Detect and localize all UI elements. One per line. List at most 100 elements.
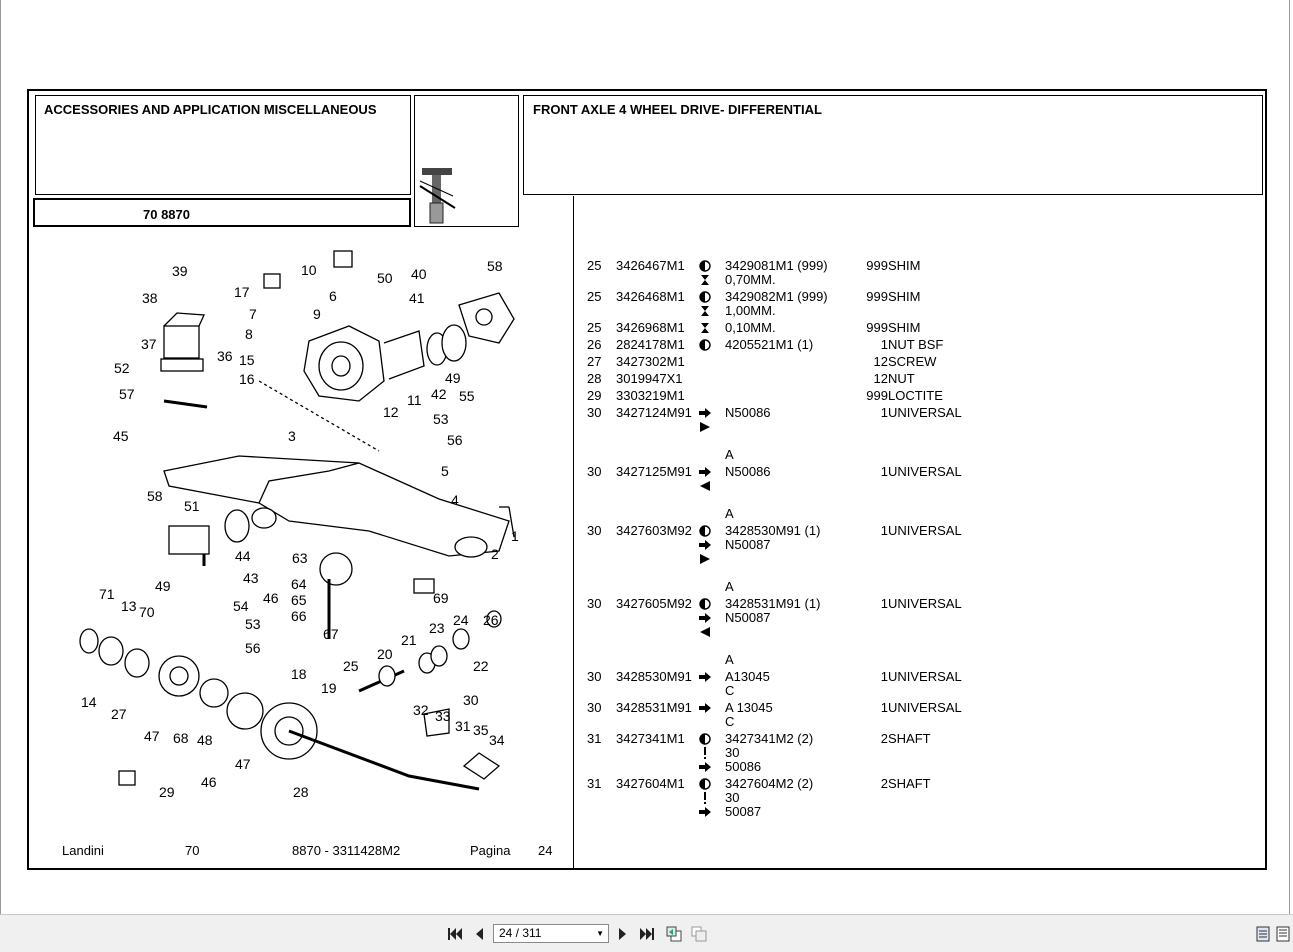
continuous-view-icon[interactable] (1274, 925, 1292, 943)
group-title-box: FRONT AXLE 4 WHEEL DRIVE- DIFFERENTIAL (523, 95, 1263, 195)
description: UNIVERSAL (888, 405, 962, 420)
part-number: 3427604M1 (616, 776, 685, 791)
triangle-left-icon (699, 480, 711, 492)
page-indicator: 24 / 311 (499, 926, 542, 940)
replacement-info: 50087 (725, 804, 762, 819)
quantity: 999 (866, 388, 888, 403)
callout: 11 (407, 392, 422, 408)
part-number: 3427302M1 (616, 354, 685, 369)
callout: 26 (483, 612, 499, 628)
group-title: FRONT AXLE 4 WHEEL DRIVE- DIFFERENTIAL (533, 102, 822, 117)
callout: 7 (249, 306, 257, 322)
replacement-info: 3428530M91 (1) (725, 523, 821, 538)
ref-number: 31 (587, 731, 602, 746)
replacement-info: A (725, 506, 734, 521)
description: UNIVERSAL (888, 669, 962, 684)
arrow-right-icon (699, 702, 711, 714)
quantity: 1 (880, 405, 888, 420)
replacement-info: A (725, 447, 734, 462)
callout: 50 (377, 270, 393, 286)
single-page-view-icon[interactable] (1254, 925, 1272, 943)
replacement-info: 50086 (725, 759, 762, 774)
half-circle-icon (699, 260, 711, 272)
exploded-diagram[interactable]: 39 38 37 36 52 57 17 10 6 7 8 15 16 9 50… (29, 231, 574, 831)
callout: 51 (184, 498, 200, 514)
last-page-icon[interactable] (638, 925, 656, 943)
footer-page-label: Pagina (470, 843, 511, 858)
section-title-box: ACCESSORIES AND APPLICATION MISCELLANEOU… (35, 95, 411, 195)
viewer-toolbar: 24 / 311 ▼ (0, 914, 1293, 952)
callout: 53 (433, 411, 449, 427)
callout: 33 (435, 708, 451, 724)
next-page-icon[interactable] (614, 925, 632, 943)
hourglass-icon (699, 322, 711, 334)
page-selector[interactable]: 24 / 311 ▼ (493, 924, 609, 943)
callout: 9 (313, 306, 321, 322)
arrow-right-icon (699, 806, 711, 818)
part-number: 3428531M91 (616, 700, 692, 715)
replacement-info: A 13045 (725, 700, 773, 715)
ref-number: 27 (587, 354, 602, 369)
arrow-right-icon (699, 539, 711, 551)
replacement-info: 3429082M1 (999) (725, 289, 828, 304)
callout: 14 (81, 694, 97, 710)
callout: 44 (235, 548, 251, 564)
callout: 2 (491, 546, 499, 562)
description: LOCTITE (888, 388, 943, 403)
part-number: 3426468M1 (616, 289, 685, 304)
exclamation-icon (699, 792, 711, 804)
callout: 40 (411, 266, 427, 282)
callout: 64 (291, 576, 307, 592)
triangle-right-icon (699, 553, 711, 565)
half-circle-icon (699, 733, 711, 745)
exclamation-icon (699, 747, 711, 759)
half-circle-icon (699, 525, 711, 537)
description: UNIVERSAL (888, 523, 962, 538)
arrow-right-icon (699, 671, 711, 683)
quantity: 2 (880, 776, 888, 791)
quantity: 999 (866, 258, 888, 273)
replacement-info: C (725, 714, 735, 729)
callout: 66 (291, 608, 307, 624)
part-number: 3427341M1 (616, 731, 685, 746)
code-box: 70 8870 (33, 198, 411, 227)
part-number: 3426467M1 (616, 258, 685, 273)
callout: 42 (431, 386, 447, 402)
callout: 27 (111, 706, 127, 722)
quantity: 12 (873, 371, 888, 386)
description: UNIVERSAL (888, 700, 962, 715)
go-back-view-icon[interactable] (665, 925, 683, 943)
half-circle-icon (699, 598, 711, 610)
description: SHAFT (888, 776, 931, 791)
callout: 23 (429, 620, 445, 636)
callout: 25 (343, 658, 359, 674)
callout: 17 (234, 284, 250, 300)
replacement-info: 30 (725, 790, 740, 805)
catalog-sheet: ACCESSORIES AND APPLICATION MISCELLANEOU… (27, 89, 1267, 870)
quantity: 1 (880, 464, 888, 479)
previous-page-icon[interactable] (470, 925, 488, 943)
arrow-right-icon (699, 407, 711, 419)
diagram-drawing (79, 250, 515, 791)
shaft-part-icon (419, 168, 456, 224)
description: NUT (888, 371, 915, 386)
quantity: 2 (880, 731, 888, 746)
quantity: 999 (866, 289, 888, 304)
callout: 24 (453, 612, 469, 628)
callout: 16 (239, 371, 255, 387)
quantity: 1 (880, 596, 888, 611)
callout: 71 (99, 586, 115, 602)
callout: 46 (263, 590, 279, 606)
hourglass-icon (699, 305, 711, 317)
callout: 19 (321, 680, 337, 696)
first-page-icon[interactable] (446, 925, 464, 943)
go-forward-view-icon[interactable] (690, 925, 708, 943)
footer-group: 70 (185, 843, 200, 858)
callout: 18 (291, 666, 307, 682)
